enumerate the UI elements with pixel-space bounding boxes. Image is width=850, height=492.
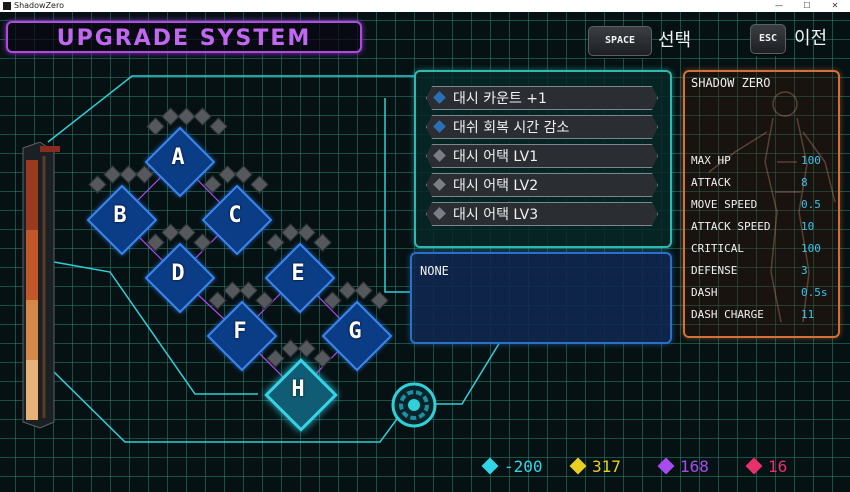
description-text: NONE	[420, 264, 449, 278]
locked-diamond-icon	[433, 149, 446, 162]
stat-label: MOVE SPEED	[691, 198, 758, 211]
locked-diamond-icon	[433, 178, 446, 191]
skill-node-g[interactable]: G	[320, 299, 393, 372]
connector-line-desc	[384, 98, 410, 293]
stat-value: 3	[801, 264, 808, 277]
stat-row-critical: CRITICAL 100	[691, 242, 831, 258]
select-label: 선택	[658, 30, 692, 51]
stat-label: DASH	[691, 286, 718, 299]
upgrade-item-dash-attack-lv3[interactable]: 대시 어택 LV3	[426, 202, 658, 226]
stat-row-max-hp: MAX HP 100	[691, 154, 831, 170]
upgrade-item-dash-attack-lv1[interactable]: 대시 어택 LV1	[426, 144, 658, 168]
skill-node-label: B	[113, 203, 127, 228]
skill-node-f[interactable]: F	[205, 299, 278, 372]
skill-node-h-selected[interactable]: H	[263, 357, 338, 432]
stat-value: 8	[801, 176, 808, 189]
character-silhouette-icon	[708, 91, 836, 323]
back-label: 이전	[794, 28, 828, 49]
upgrade-item-dash-recovery[interactable]: 대쉬 회복 시간 감소	[426, 115, 658, 139]
title-panel: UPGRADE SYSTEM	[6, 21, 362, 53]
minimize-button[interactable]: —	[775, 1, 783, 10]
maximize-button[interactable]: ☐	[803, 1, 811, 10]
gauge-segment-2	[26, 230, 38, 300]
upgrade-item-dash-count[interactable]: 대시 카운트 +1	[426, 86, 658, 110]
upgrade-item-label: 대시 어택 LV2	[453, 178, 539, 194]
skill-node-label: A	[171, 145, 185, 170]
connector-line-mid	[53, 261, 258, 395]
locked-diamond-icon	[433, 207, 446, 220]
stat-label: ATTACK SPEED	[691, 220, 771, 233]
window-title: ShadowZero	[14, 1, 64, 10]
description-panel: NONE	[410, 252, 672, 344]
stat-value: 0.5s	[801, 286, 828, 299]
gauge-segment-4	[26, 360, 38, 420]
stat-row-defense: DEFENSE 3	[691, 264, 831, 280]
unlocked-diamond-icon	[433, 120, 446, 133]
stat-row-dash: DASH 0.5s	[691, 286, 831, 302]
skill-node-label: E	[291, 261, 305, 286]
resource-value: 16	[768, 457, 788, 476]
stat-label: CRITICAL	[691, 242, 744, 255]
stat-value: 10	[801, 220, 815, 233]
stat-row-attack-speed: ATTACK SPEED 10	[691, 220, 831, 236]
close-button[interactable]: ✕	[831, 1, 839, 10]
gauge-segment-3	[26, 300, 38, 360]
stat-row-attack: ATTACK 8	[691, 176, 831, 192]
game-screen: UPGRADE SYSTEM SPACE 선택 ESC 이전 A B C D E…	[0, 12, 850, 492]
skill-node-e[interactable]: E	[263, 241, 336, 314]
upgrade-item-label: 대시 어택 LV1	[453, 149, 539, 165]
skill-node-label: G	[348, 319, 362, 344]
resource-value: 317	[592, 457, 621, 476]
upgrade-item-dash-attack-lv2[interactable]: 대시 어택 LV2	[426, 173, 658, 197]
skill-node-label: F	[233, 319, 247, 344]
character-stats-panel: SHADOW ZERO MAX HP 100 ATTACK 8 MOVE SPE…	[683, 70, 840, 338]
stat-label: DEFENSE	[691, 264, 738, 277]
stat-row-move-speed: MOVE SPEED 0.5	[691, 198, 831, 214]
upgrade-list-panel: 대시 카운트 +1 대쉬 회복 시간 감소 대시 어택 LV1 대시 어택 LV…	[414, 70, 672, 248]
upgrade-item-label: 대쉬 회복 시간 감소	[453, 120, 570, 136]
stat-row-dash-charge: DASH CHARGE 11	[691, 308, 831, 324]
upgrade-item-label: 대시 카운트 +1	[453, 91, 547, 107]
stat-value: 0.5	[801, 198, 821, 211]
stat-label: DASH CHARGE	[691, 308, 764, 321]
skill-node-d[interactable]: D	[143, 241, 216, 314]
connector-line-bottom	[53, 371, 409, 443]
esc-key-button[interactable]: ESC	[750, 24, 786, 54]
skill-node-label: D	[171, 261, 185, 286]
connector-line-top	[47, 75, 414, 143]
core-emblem-icon	[391, 382, 437, 428]
stat-label: MAX HP	[691, 154, 731, 167]
page-title: UPGRADE SYSTEM	[56, 26, 312, 51]
app-icon	[3, 2, 11, 10]
resource-value: 168	[680, 457, 709, 476]
space-key-button[interactable]: SPACE	[588, 26, 652, 56]
stat-label: ATTACK	[691, 176, 731, 189]
upgrade-progress-gauge	[22, 142, 60, 429]
unlocked-diamond-icon	[433, 91, 446, 104]
skill-node-c[interactable]: C	[200, 183, 273, 256]
stat-value: 11	[801, 308, 815, 321]
connector-line-right	[436, 341, 501, 405]
stat-value: 100	[801, 242, 821, 255]
skill-node-label: C	[228, 203, 242, 228]
resource-value: -200	[504, 457, 543, 476]
upgrade-item-label: 대시 어택 LV3	[453, 207, 539, 223]
stat-value: 100	[801, 154, 821, 167]
skill-node-a[interactable]: A	[143, 125, 216, 198]
skill-node-b[interactable]: B	[85, 183, 158, 256]
gauge-segment-1	[26, 160, 38, 230]
skill-node-label: H	[291, 377, 305, 402]
character-name: SHADOW ZERO	[691, 76, 771, 90]
